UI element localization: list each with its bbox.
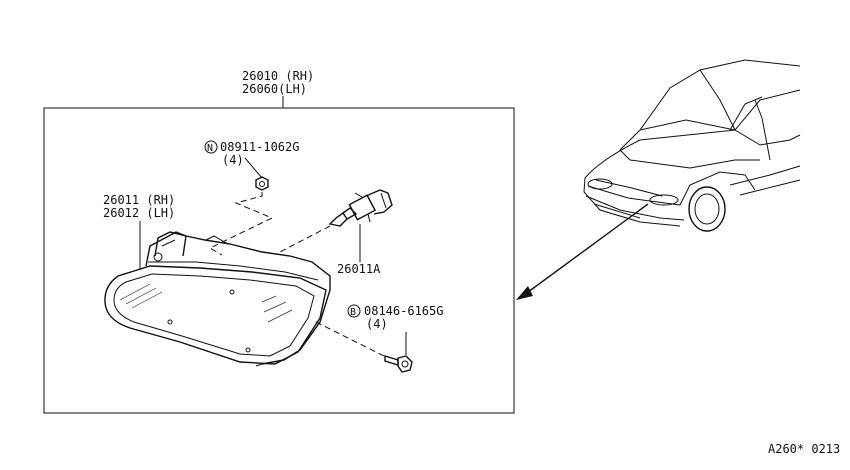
fog-lamp-icon [104, 231, 331, 367]
bolt-symbol: B [350, 307, 356, 318]
bolt-qty: (4) [366, 317, 388, 331]
nut-leader [244, 157, 263, 179]
bolt-install-path [315, 321, 385, 357]
housing-label-rh: 26011 (RH) [103, 193, 175, 207]
bolt-symbol-circle [347, 304, 361, 318]
car-icon [583, 59, 801, 232]
bulb-install-path [279, 225, 331, 253]
nut-part-number: 08911-1062G [220, 140, 299, 154]
housing-label-lh: 26012 (LH) [103, 206, 175, 220]
bulb-part-number: 26011A [337, 262, 381, 276]
assembly-label-rh: 26010 (RH) [242, 69, 314, 83]
arrow-head-icon [516, 286, 533, 300]
nut-symbol: N [207, 143, 213, 154]
bulb-socket-icon [328, 189, 393, 227]
bolt-part-number: 08146-6165G [364, 304, 443, 318]
location-arrow [523, 203, 649, 296]
assembly-frame [43, 107, 515, 414]
assembly-label-lh: 26060(LH) [242, 82, 307, 96]
nut-qty: (4) [222, 153, 244, 167]
figure-code: A260* 0213 [768, 442, 840, 456]
nut-symbol-circle [204, 140, 218, 154]
nut-install-path [208, 192, 274, 256]
hex-nut-icon [255, 176, 269, 191]
bolt-icon [384, 355, 413, 373]
